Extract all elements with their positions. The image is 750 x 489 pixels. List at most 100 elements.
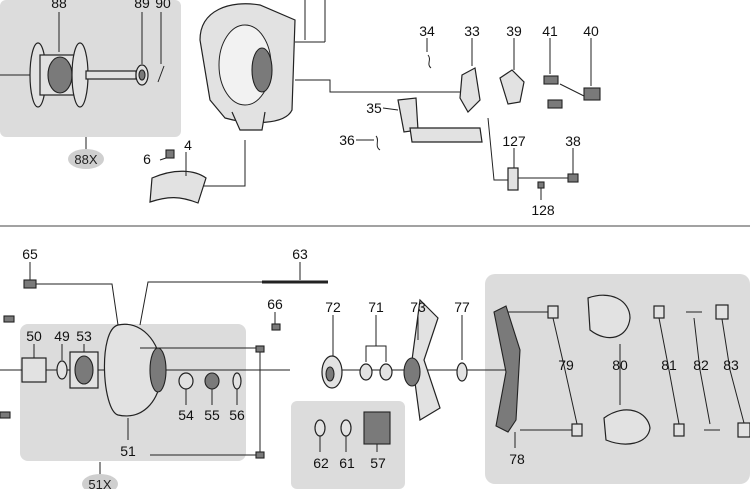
gear-53-hub: [74, 355, 94, 385]
clutch-plate-part: [397, 97, 419, 133]
handle-arm-78-part: [493, 305, 521, 433]
label-78: 78: [509, 451, 525, 467]
label-72: 72: [325, 299, 341, 315]
label-88: 88: [51, 0, 67, 11]
label-90: 90: [155, 0, 171, 11]
leader-63-frame: [139, 281, 262, 326]
screw-66b-part: [255, 345, 265, 353]
label-51x: 51X: [88, 477, 111, 489]
bearing-55-part: [204, 372, 220, 390]
leader-frame-4: [200, 140, 246, 187]
label-39: 39: [506, 23, 522, 39]
label-66: 66: [267, 296, 283, 312]
label-36: 36: [339, 132, 355, 148]
washer-61-part: [340, 419, 352, 437]
knob-40-part: [583, 87, 601, 101]
collar-81b-part: [673, 423, 685, 437]
side-plate-part: [103, 323, 163, 417]
label-53: 53: [76, 328, 92, 344]
spring-41-part: [543, 75, 559, 85]
leader-82: [693, 317, 711, 425]
leader-65-frame: [36, 283, 119, 326]
label-55: 55: [204, 407, 220, 423]
star-drag-hub: [403, 357, 421, 387]
label-6: 6: [143, 151, 151, 167]
screw-left-bottom: [0, 411, 11, 419]
spring-36-part: [375, 135, 381, 151]
leader-35: [382, 107, 399, 111]
leader-79: [552, 317, 578, 425]
washer-49-part: [56, 360, 68, 380]
label-62: 62: [313, 455, 329, 471]
panel-spool-assembly: [0, 0, 181, 137]
label-51: 51: [120, 443, 136, 459]
spring-34-part: [427, 54, 432, 69]
label-50: 50: [26, 328, 42, 344]
clutch-bar-part: [409, 127, 483, 143]
yoke-part: [499, 69, 525, 105]
ring-56-part: [232, 372, 242, 390]
label-56: 56: [229, 407, 245, 423]
spring-41b-part: [547, 99, 563, 109]
washer-54-part: [178, 372, 194, 390]
badge-51x: [82, 474, 118, 489]
leader-83: [721, 318, 745, 424]
label-127: 127: [502, 133, 526, 149]
label-79: 79: [558, 357, 574, 373]
screw-left-top: [3, 315, 15, 323]
screw-65-part: [23, 279, 37, 289]
bearing-part: [135, 64, 149, 86]
cap-83a-part: [715, 304, 729, 320]
label-89: 89: [134, 0, 150, 11]
knob-80b-part: [603, 409, 651, 445]
washer-71a-part: [359, 363, 373, 381]
label-81: 81: [661, 357, 677, 373]
spool-part: [0, 42, 137, 108]
screw-part: [165, 149, 175, 159]
screw-128-part: [537, 181, 545, 189]
washer-77-part: [456, 362, 468, 382]
knob-80a-part: [587, 294, 631, 339]
screw-66c-part: [255, 451, 265, 459]
screw-38-part: [567, 173, 579, 183]
plate-72-hub: [325, 366, 335, 382]
label-82: 82: [693, 357, 709, 373]
label-83: 83: [723, 357, 739, 373]
label-65: 65: [22, 246, 38, 262]
screw-66a-part: [271, 323, 281, 331]
thumb-bar-part: [149, 170, 207, 204]
washer-71b-part: [379, 363, 393, 381]
frame-part: [199, 3, 296, 131]
link-41-40: [559, 83, 585, 97]
label-35: 35: [366, 100, 382, 116]
star-drag-73-part: [411, 298, 441, 421]
label-71: 71: [368, 299, 384, 315]
label-63: 63: [292, 246, 308, 262]
collar-79a-part: [547, 305, 559, 319]
cap-83b-part: [737, 422, 750, 438]
pin-part: [157, 65, 165, 83]
label-41: 41: [542, 23, 558, 39]
label-73: 73: [410, 299, 426, 315]
label-88x: 88X: [74, 152, 97, 167]
label-34: 34: [419, 23, 435, 39]
label-77: 77: [454, 299, 470, 315]
badge-88x: [68, 149, 104, 169]
clutch-cam-part: [459, 67, 481, 113]
label-54: 54: [178, 407, 194, 423]
drag-nut-57-part: [363, 411, 391, 445]
label-40: 40: [583, 23, 599, 39]
collar-81a-part: [653, 305, 665, 319]
leader-81: [658, 317, 680, 425]
leader-frame-33: [295, 79, 466, 93]
leader-71-bracket: [365, 345, 387, 362]
label-57: 57: [370, 455, 386, 471]
bearing-50-part: [21, 357, 47, 383]
leader-clutch-127: [487, 117, 510, 181]
washer-62-part: [314, 419, 326, 437]
label-49: 49: [54, 328, 70, 344]
label-33: 33: [464, 23, 480, 39]
label-61: 61: [339, 455, 355, 471]
